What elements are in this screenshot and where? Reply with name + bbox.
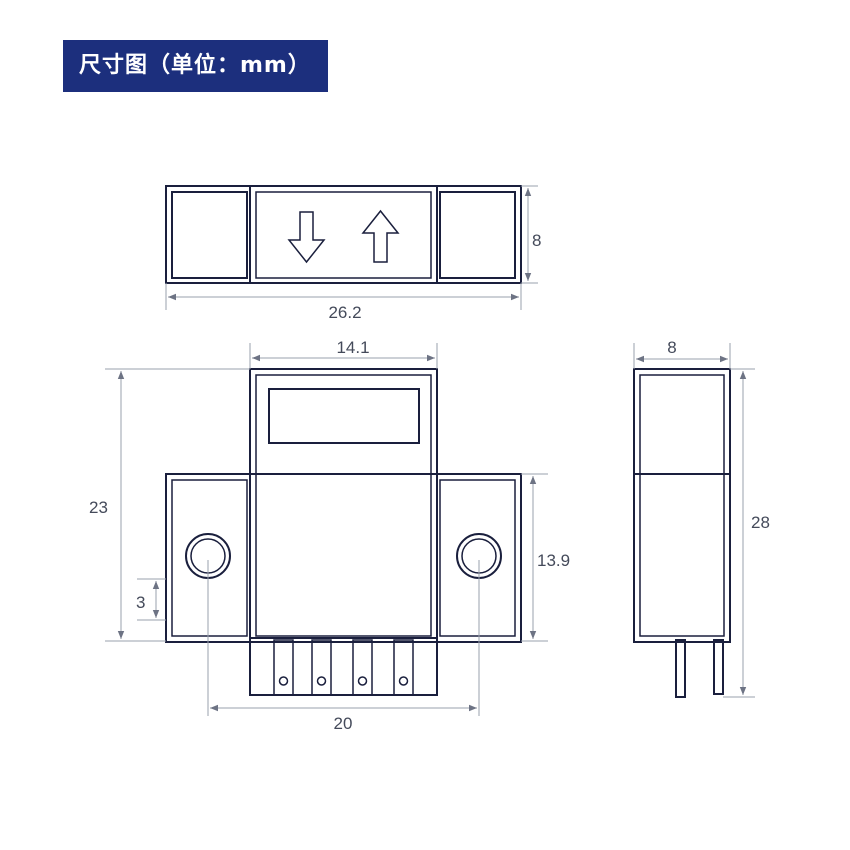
side-pin-right bbox=[713, 639, 724, 695]
pin-body bbox=[311, 639, 332, 696]
side-pin-left bbox=[675, 639, 686, 698]
front-flange-left bbox=[171, 479, 248, 637]
dim-top-width-label: 26.2 bbox=[328, 303, 361, 322]
pin-body bbox=[393, 639, 414, 696]
top-view-center-block bbox=[249, 185, 438, 284]
front-flange-right bbox=[439, 479, 516, 637]
front-label-window bbox=[268, 388, 420, 444]
top-view-left-block bbox=[171, 191, 248, 279]
top-view-right-block bbox=[439, 191, 516, 279]
dim-top-height-label: 8 bbox=[532, 231, 541, 250]
dim-center-width-label: 14.1 bbox=[336, 338, 369, 357]
page-title: 尺寸图（单位：mm） bbox=[79, 53, 311, 78]
top-view-outline bbox=[165, 185, 522, 284]
title-banner: 尺寸图（单位：mm） bbox=[63, 40, 328, 92]
pin-4 bbox=[393, 639, 414, 696]
side-view-inner bbox=[639, 374, 725, 637]
front-flange-outline bbox=[165, 473, 522, 643]
pin-body bbox=[352, 639, 373, 696]
pin-1 bbox=[273, 639, 294, 696]
pin-3 bbox=[352, 639, 373, 696]
dim-hole-offset-label: 3 bbox=[136, 593, 145, 612]
pin-hole bbox=[357, 676, 368, 686]
dim-side-width-label: 8 bbox=[667, 338, 676, 357]
arrow-up-icon bbox=[361, 209, 400, 263]
front-body-outline bbox=[249, 368, 438, 643]
top-view-center-inner bbox=[255, 191, 432, 279]
front-body-inner bbox=[255, 374, 432, 637]
top-view: 8 26.2 bbox=[165, 185, 541, 322]
side-view: 8 28 bbox=[633, 338, 770, 698]
pin-2 bbox=[311, 639, 332, 696]
dim-total-height-label: 23 bbox=[89, 498, 108, 517]
pin-base bbox=[249, 637, 438, 696]
pin-hole bbox=[398, 676, 409, 686]
pin-hole bbox=[316, 676, 327, 686]
pin-body bbox=[273, 639, 294, 696]
dim-side-height-label: 28 bbox=[751, 513, 770, 532]
front-view: 14.1 23 3 13.9 20 bbox=[89, 338, 570, 733]
dim-flange-height-label: 13.9 bbox=[537, 551, 570, 570]
arrow-down-icon bbox=[287, 211, 326, 264]
dim-hole-spacing-label: 20 bbox=[334, 714, 353, 733]
pin-hole bbox=[278, 676, 289, 686]
side-view-outline bbox=[633, 368, 731, 643]
